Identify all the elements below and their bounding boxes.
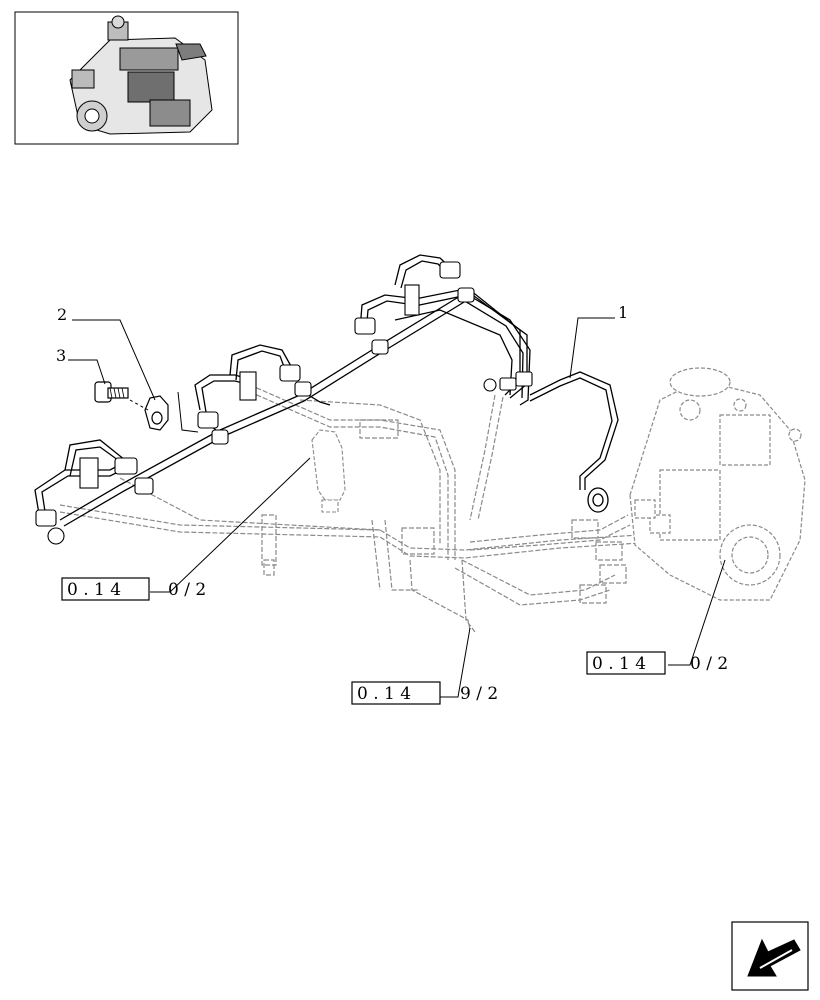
reference-right[interactable]: 0 . 1 4 0 / 2 <box>586 651 728 675</box>
callout-part-3: 3 <box>56 346 66 365</box>
engine-thumbnail-icon[interactable] <box>14 11 239 145</box>
leader-lines <box>68 317 726 698</box>
reference-left-code: 0 . 1 4 <box>67 580 121 600</box>
banjo-bolt <box>94 381 129 403</box>
ghost-pipework <box>59 384 641 633</box>
reference-center-suffix: 9 / 2 <box>460 684 498 704</box>
reference-center[interactable]: 0 . 1 4 9 / 2 <box>351 681 498 705</box>
callout-part-2: 2 <box>57 305 67 324</box>
banjo-ring <box>144 395 169 431</box>
callout-part-1: 1 <box>618 303 628 322</box>
reference-center-code: 0 . 1 4 <box>357 684 411 704</box>
reference-left-suffix: 0 / 2 <box>168 580 206 600</box>
injector-body <box>311 429 346 513</box>
reference-right-suffix: 0 / 2 <box>690 654 728 674</box>
next-page-arrow-icon[interactable] <box>731 921 809 991</box>
injector-fittings <box>35 261 533 545</box>
reference-left[interactable]: 0 . 1 4 0 / 2 <box>61 577 206 601</box>
reference-right-code: 0 . 1 4 <box>592 654 646 674</box>
injection-pump <box>629 367 806 601</box>
